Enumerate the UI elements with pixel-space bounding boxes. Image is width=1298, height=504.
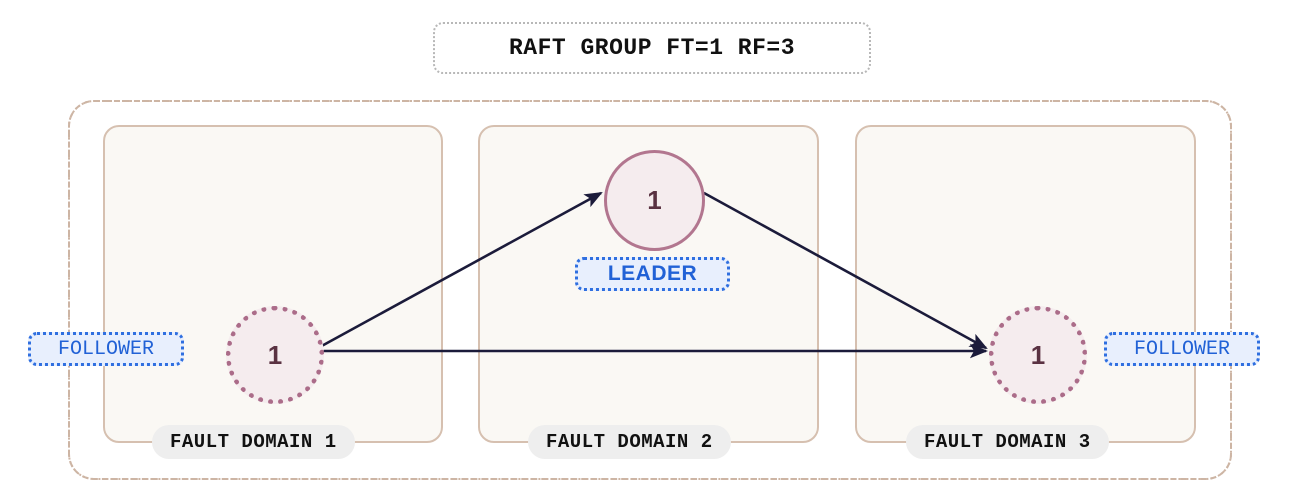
node-follower-3[interactable]: 1 (989, 306, 1087, 404)
page-title: RAFT GROUP FT=1 RF=3 (508, 35, 796, 61)
role-badge-follower-3: FOLLOWER (1104, 332, 1260, 366)
node-leader[interactable]: 1 (604, 150, 705, 251)
role-badge-leader: LEADER (575, 257, 730, 291)
fault-domain-1-label: FAULT DOMAIN 1 (152, 425, 355, 459)
node-follower-1[interactable]: 1 (226, 306, 324, 404)
role-badge-follower-1: FOLLOWER (28, 332, 184, 366)
fault-domain-2-label: FAULT DOMAIN 2 (528, 425, 731, 459)
raft-group-container (68, 100, 1232, 480)
fault-domain-3-label: FAULT DOMAIN 3 (906, 425, 1109, 459)
diagram-title-box: RAFT GROUP FT=1 RF=3 (433, 22, 871, 74)
